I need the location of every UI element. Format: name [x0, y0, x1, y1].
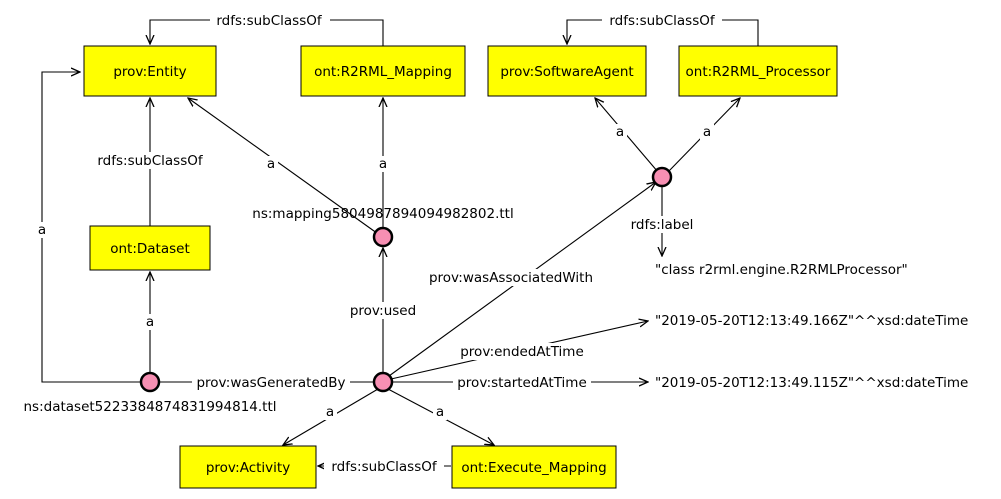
edge-label-a-mapping-class: a: [379, 156, 387, 172]
class-prov-entity[interactable]: prov:Entity: [83, 45, 217, 97]
edge-label-a-prov-activity: a: [326, 404, 334, 420]
edge-label-a-dataset-class: a: [146, 314, 154, 330]
node-mapping-instance[interactable]: [372, 226, 394, 248]
class-nodes: prov:Entity ont:R2RML_Mapping prov:Softw…: [83, 45, 838, 489]
instance-nodes: [139, 166, 673, 393]
processor-label-literal: "class r2rml.engine.R2RMLProcessor": [655, 262, 908, 278]
edge-label-subclassof-2: rdfs:subClassOf: [609, 13, 716, 29]
edge-label-subclassof-3: rdfs:subClassOf: [97, 153, 204, 169]
started-at-literal: "2019-05-20T12:13:49.115Z"^^xsd:dateTime: [655, 375, 968, 391]
ended-at-literal: "2019-05-20T12:13:49.166Z"^^xsd:dateTime: [655, 313, 968, 329]
instance-labels: ns:mapping5804987894094982802.ttl ns:dat…: [24, 206, 969, 415]
class-r2rml-mapping[interactable]: ont:R2RML_Mapping: [300, 45, 466, 97]
edge-label-rdfs-label: rdfs:label: [631, 217, 694, 233]
node-processor-instance[interactable]: [651, 166, 673, 188]
class-r2rml-processor-label: ont:R2RML_Processor: [686, 64, 831, 80]
class-software-agent-label: prov:SoftwareAgent: [500, 64, 633, 80]
class-dataset[interactable]: ont:Dataset: [89, 225, 211, 271]
edge-label-a-execute-mapping: a: [436, 404, 444, 420]
class-r2rml-processor[interactable]: ont:R2RML_Processor: [678, 45, 838, 97]
class-prov-activity[interactable]: prov:Activity: [179, 445, 317, 489]
class-prov-entity-label: prov:Entity: [113, 64, 186, 80]
edge-label-was-generated-by: prov:wasGeneratedBy: [196, 375, 345, 391]
edge-label-subclassof-4: rdfs:subClassOf: [331, 459, 438, 475]
edge-label-subclassof-1: rdfs:subClassOf: [216, 13, 323, 29]
class-prov-activity-label: prov:Activity: [206, 460, 290, 476]
edge-label-started-at-time: prov:startedAtTime: [457, 375, 587, 391]
class-execute-mapping-label: ont:Execute_Mapping: [461, 460, 606, 476]
edge-label-a-softwareagent: a: [616, 124, 624, 140]
class-r2rml-mapping-label: ont:R2RML_Mapping: [314, 64, 452, 80]
edge-label-ended-at-time: prov:endedAtTime: [460, 344, 584, 360]
mapping-instance-label: ns:mapping5804987894094982802.ttl: [252, 206, 513, 222]
class-software-agent[interactable]: prov:SoftwareAgent: [487, 45, 647, 97]
edge-mapping-instance-type-entity: [188, 98, 382, 237]
node-activity-instance[interactable]: [372, 371, 394, 393]
class-dataset-label: ont:Dataset: [110, 241, 190, 257]
dataset-instance-label: ns:dataset5223384874831994814.ttl: [24, 399, 277, 415]
node-dataset-instance[interactable]: [139, 371, 161, 393]
edge-labels: rdfs:subClassOf rdfs:subClassOf rdfs:sub…: [35, 12, 722, 475]
edge-label-a-dataset-entity: a: [38, 222, 46, 238]
edge-label-used: prov:used: [350, 303, 416, 319]
class-execute-mapping[interactable]: ont:Execute_Mapping: [451, 445, 617, 489]
edge-label-a-mapping-entity: a: [267, 156, 275, 172]
edge-label-was-associated-with: prov:wasAssociatedWith: [429, 270, 593, 286]
edge-label-a-r2rmlprocessor: a: [703, 124, 711, 140]
